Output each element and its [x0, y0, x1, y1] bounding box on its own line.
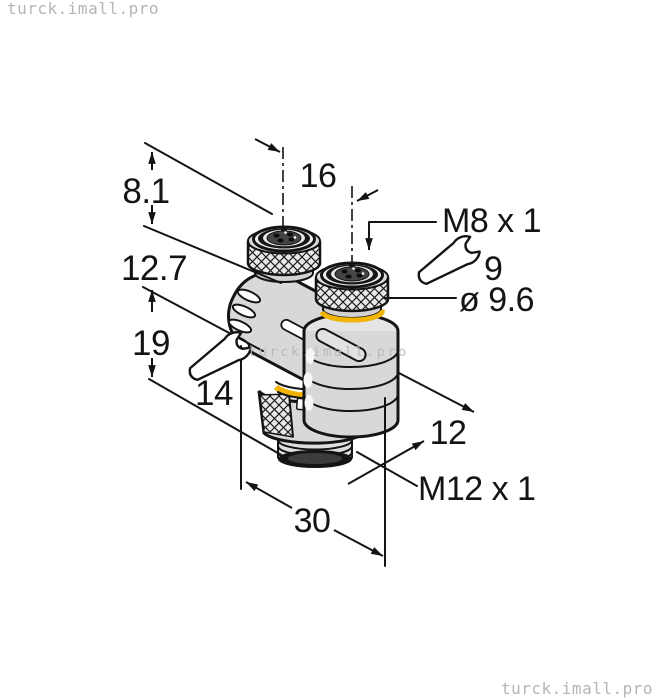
dimension-labels: 8.1 12.7 19 14 16 M8 x 1 9 ø 9.6 12 M12 …	[121, 157, 542, 540]
dim-step-height: 12.7	[121, 249, 187, 288]
watermark-bottom-right: turck.imall.pro	[501, 679, 653, 698]
label-window	[315, 327, 367, 363]
dim-port-spacing: 16	[300, 157, 337, 195]
m8-seal-ring	[319, 309, 385, 323]
dim-thread-length-bottom: 12	[430, 414, 467, 452]
dim-wrench-size-bottom: 14	[195, 374, 233, 413]
dim-overall-width: 30	[294, 502, 331, 540]
y-splitter-connector	[225, 224, 400, 468]
m8-port-right	[314, 260, 390, 320]
dim-wrench-size-top: 9	[484, 250, 502, 288]
dim-body-height: 19	[132, 324, 170, 363]
body-right-cylinder	[302, 312, 400, 439]
extension-line	[144, 142, 273, 215]
dim-thread-top: M8 x 1	[442, 202, 541, 240]
watermark-top-left: turck.imall.pro	[7, 0, 159, 18]
dimension-annotations	[142, 138, 484, 567]
watermark-center: turck.imall.pro	[248, 344, 409, 360]
thread-line	[277, 439, 353, 451]
dim-diameter-top: ø 9.6	[459, 281, 534, 319]
dim-thread-bottom: M12 x 1	[418, 470, 535, 508]
dim-coupling-length: 8.1	[122, 172, 169, 211]
